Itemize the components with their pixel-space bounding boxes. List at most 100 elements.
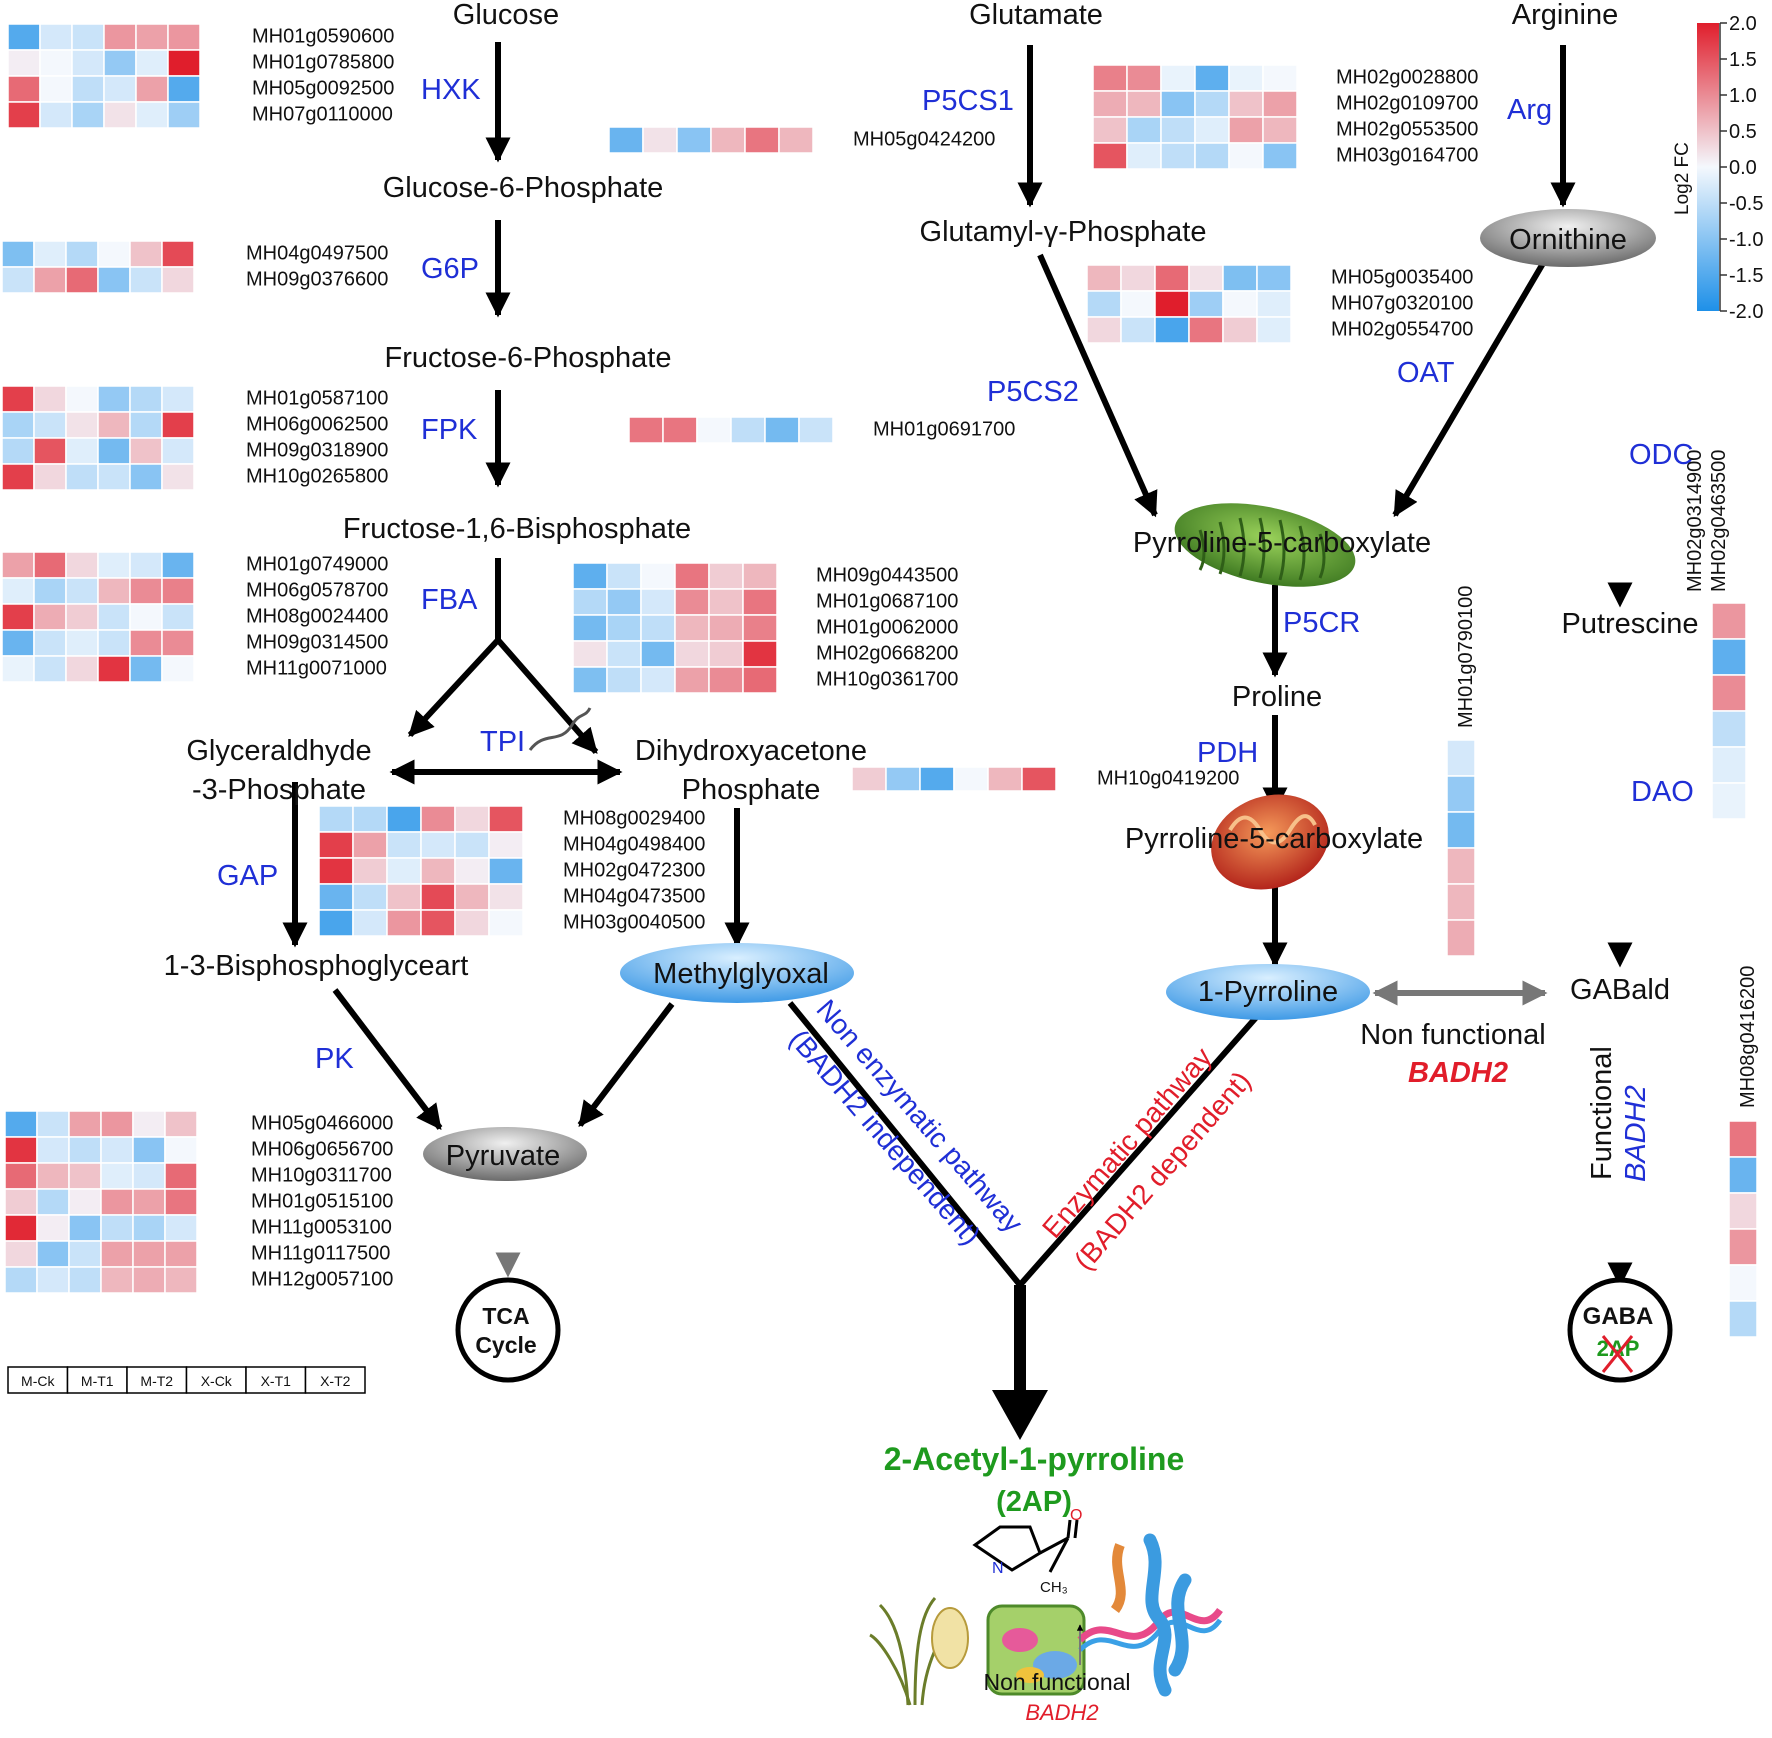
heatmap-cell: [572, 562, 608, 590]
bottom-nonfunctional-label: Non functional: [983, 1669, 1130, 1695]
gene-label: MH08g0416200: [1737, 966, 1759, 1108]
heatmap-cell: [674, 666, 710, 694]
heatmap-cell: [71, 101, 105, 129]
column-legend-label: M-T2: [140, 1373, 173, 1389]
heatmap-cell: [33, 577, 67, 605]
legend-tick-label: 1.0: [1729, 85, 1757, 107]
heatmap-cell: [386, 857, 422, 885]
gap-label-line2: -3-Phosphate: [192, 774, 366, 806]
tca-label-line1: TCA: [482, 1303, 529, 1329]
heatmap-cell: [572, 588, 608, 616]
heatmap-cell: [851, 766, 887, 792]
heatmap-cell: [488, 805, 524, 833]
gene-label: MH01g0062000: [816, 617, 958, 639]
gene-label: MH04g0497500: [246, 243, 388, 265]
gaba-circle: [1567, 1277, 1673, 1383]
heatmap-cell: [1728, 1264, 1758, 1302]
heatmap-cell: [1120, 316, 1156, 344]
heatmap-cell: [135, 101, 169, 129]
functional-label: Functional: [1586, 1046, 1618, 1180]
tpi-squiggle: [528, 707, 592, 751]
gene-label: MH06g0656700: [251, 1139, 393, 1161]
proline-arrows: [1017, 45, 1576, 968]
heatmap-cell: [1086, 316, 1122, 344]
heatmap-cell: [1092, 90, 1128, 118]
heatmap-cell: [454, 857, 490, 885]
heatmap-cell: [132, 1240, 166, 1268]
heatmap-cell: [318, 805, 354, 833]
heatmap-cell: [164, 1110, 198, 1138]
column-legend-box: [304, 1366, 366, 1394]
heatmap-cell: [167, 49, 201, 77]
gene-label: MH09g0318900: [246, 440, 388, 462]
pyruvate-oval: [423, 1127, 587, 1181]
heatmap-cell: [1086, 264, 1122, 292]
gene-label: MH02g0553500: [1336, 119, 1478, 141]
enzyme-p5cs2: P5CS2: [987, 376, 1079, 408]
heatmap-cell: [572, 666, 608, 694]
ornithine-label: Ornithine: [1509, 224, 1627, 256]
heatmap-cell: [572, 614, 608, 642]
heatmap-cell: [1154, 264, 1190, 292]
heatmap-cell: [1256, 290, 1292, 318]
heatmap-cell: [135, 49, 169, 77]
heatmap-cell: [1262, 116, 1298, 144]
heatmap-cell: [68, 1162, 102, 1190]
heatmap-cell: [1228, 142, 1264, 170]
heatmap-cell: [164, 1136, 198, 1164]
gene-label: MH10g0361700: [816, 669, 958, 691]
enzyme-pdh: PDH: [1197, 737, 1258, 769]
enzyme-tpi: TPI: [480, 726, 525, 758]
heatmap-cell: [1446, 847, 1476, 885]
color-legend: 2.01.51.00.50.0-0.5-1.0-1.5-2.0 Log2 FC: [1672, 13, 1763, 323]
f16bp-label: Fructose-1,6-Bisphosphate: [343, 513, 691, 545]
tca-label-line2: Cycle: [475, 1332, 536, 1358]
heatmap-cell: [129, 629, 163, 657]
heatmap-cell: [7, 23, 41, 51]
heatmap-cell: [129, 240, 163, 268]
heatmap-cell: [33, 437, 67, 465]
enzyme-p5cs1: P5CS1: [922, 85, 1014, 117]
pyrroline1-label: 1-Pyrroline: [1198, 976, 1338, 1008]
heatmap-cell: [742, 562, 778, 590]
heatmap-cell: [1222, 290, 1258, 318]
heatmap-cell: [1728, 1120, 1758, 1158]
heatmap-cell: [33, 603, 67, 631]
heatmap-cell: [1728, 1228, 1758, 1266]
heatmap-cell: [1160, 142, 1196, 170]
heatmap-cell: [1, 603, 35, 631]
enzyme-hxk: HXK: [421, 74, 481, 106]
heatmap-cell: [135, 75, 169, 103]
2ap-structure-icon: [972, 1519, 1079, 1573]
heatmap-tpi: MH10g0419200: [851, 766, 1239, 792]
gene-label: MH11g0117500: [251, 1243, 390, 1265]
heatmap-cell: [953, 766, 989, 792]
heatmaps: MH01g0590600MH01g0785800MH05g0092500MH07…: [1, 23, 1759, 1338]
heatmap-cell: [1222, 264, 1258, 292]
enzyme-pk: PK: [315, 1043, 354, 1075]
legend-tick-label: -1.5: [1729, 265, 1763, 287]
heatmap-cell: [352, 831, 388, 859]
heatmap-cell: [161, 411, 195, 439]
gene-label: MH08g0024400: [246, 606, 388, 628]
heatmap-cell: [1711, 674, 1747, 712]
enzyme-odc: ODC: [1629, 439, 1693, 471]
pyrroline1-oval: [1166, 964, 1370, 1020]
heatmap-cell: [386, 883, 422, 911]
gaba-2ap-label: 2AP: [1597, 1336, 1640, 1361]
gap-label-line1: Glyceraldhyde: [186, 735, 371, 767]
heatmap-fpk: MH01g0587100MH06g0062500MH09g0318900MH10…: [1, 385, 388, 491]
heatmap-cell: [33, 266, 67, 294]
column-legend-box: [126, 1366, 188, 1394]
heatmap-cell: [386, 831, 422, 859]
heatmap-cell: [97, 655, 131, 683]
heatmap-cell: [674, 588, 710, 616]
2ap-methyl-label: CH₃: [1040, 1579, 1068, 1596]
legend-tick-label: -2.0: [1729, 301, 1763, 323]
heatmap-cell: [1262, 64, 1298, 92]
gene-label: MH10g0265800: [246, 466, 388, 488]
gene-label: MH11g0053100: [251, 1217, 392, 1239]
